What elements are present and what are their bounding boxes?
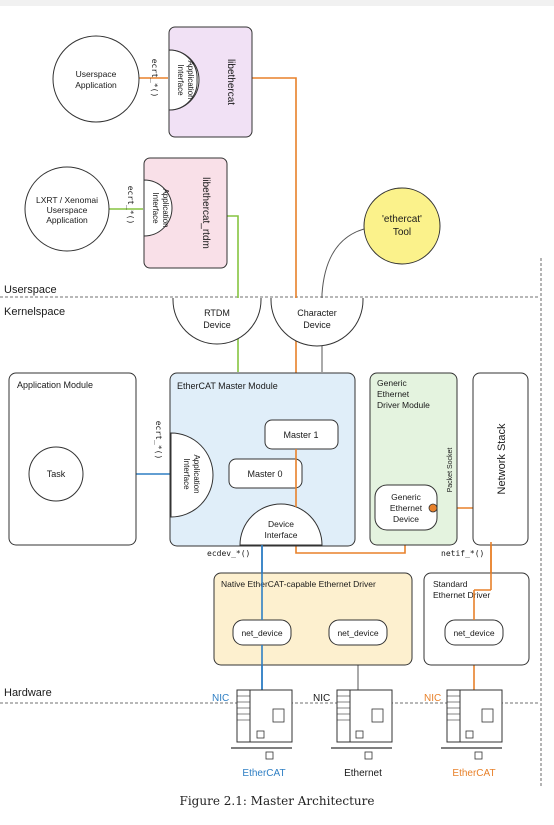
svg-text:Application Module: Application Module bbox=[17, 380, 93, 390]
svg-text:EtherCAT Master Module: EtherCAT Master Module bbox=[177, 381, 278, 391]
svg-text:'ethercat': 'ethercat' bbox=[382, 214, 422, 225]
svg-text:Tool: Tool bbox=[393, 227, 411, 238]
ecrt-label-user: ecrt_*() bbox=[150, 59, 159, 98]
svg-text:Driver Module: Driver Module bbox=[377, 400, 430, 410]
svg-text:Device: Device bbox=[393, 514, 419, 524]
zone-label-kernelspace: Kernelspace bbox=[4, 306, 65, 318]
svg-text:LXRT / Xenomai: LXRT / Xenomai bbox=[36, 195, 98, 205]
nic-card-ethercat-blue: NIC EtherCAT bbox=[212, 689, 293, 779]
userspace-application: Userspace Application bbox=[52, 35, 140, 123]
svg-text:Device: Device bbox=[203, 320, 231, 330]
svg-text:Ethernet Driver: Ethernet Driver bbox=[433, 590, 490, 600]
generic-ethernet-driver-module: Generic Ethernet Driver Module Generic E… bbox=[369, 372, 458, 546]
libethercat-rtdm-app-interface: ApplicationInterface bbox=[151, 188, 170, 227]
svg-text:Generic: Generic bbox=[377, 378, 408, 388]
ethercat-tool: 'ethercat' Tool bbox=[363, 187, 441, 265]
net-device-1: net_device bbox=[241, 628, 282, 638]
application-module: Application Module Task bbox=[8, 372, 137, 546]
libethercat-label: libethercat bbox=[225, 59, 236, 105]
standard-ethernet-driver: Standard Ethernet Driver net_device bbox=[423, 572, 530, 666]
svg-text:Network Stack: Network Stack bbox=[496, 423, 508, 494]
character-device: Character Device bbox=[270, 298, 364, 347]
libethercat-app-interface: ApplicationInterface bbox=[176, 60, 195, 99]
net-device-2: net_device bbox=[337, 628, 378, 638]
svg-text:Ethernet: Ethernet bbox=[390, 503, 423, 513]
svg-text:NIC: NIC bbox=[424, 693, 441, 704]
svg-text:Native EtherCAT-capable Ethern: Native EtherCAT-capable Ethernet Driver bbox=[221, 579, 376, 589]
svg-text:Userspace: Userspace bbox=[76, 69, 117, 79]
master-0: Master 0 bbox=[247, 469, 282, 479]
master-app-interface: ApplicationInterface bbox=[182, 454, 201, 493]
ecdev-label: ecdev_*() bbox=[207, 549, 250, 558]
master-1: Master 1 bbox=[283, 430, 318, 440]
ecrt-label-rtdm: ecrt_*() bbox=[126, 186, 135, 225]
libethercat-rtdm-box: ApplicationInterface libethercat_rtdm bbox=[143, 157, 228, 269]
figure-caption: Figure 2.1: Master Architecture bbox=[179, 794, 375, 808]
packet-socket-label: Packet Socket bbox=[447, 448, 454, 493]
lxrt-xenomai-application: LXRT / Xenomai Userspace Application bbox=[24, 166, 110, 252]
network-stack: Network Stack bbox=[472, 372, 529, 546]
svg-text:EtherCAT: EtherCAT bbox=[452, 768, 495, 779]
net-device-3: net_device bbox=[453, 628, 494, 638]
svg-text:Ethernet: Ethernet bbox=[344, 768, 382, 779]
svg-text:NIC: NIC bbox=[313, 693, 330, 704]
libethercat-box: ApplicationInterface libethercat bbox=[168, 26, 253, 138]
nic-card-ethercat-orange: NIC EtherCAT bbox=[424, 689, 503, 779]
svg-text:Generic: Generic bbox=[391, 492, 422, 502]
svg-text:EtherCAT: EtherCAT bbox=[242, 768, 285, 779]
svg-text:RTDM: RTDM bbox=[204, 308, 230, 318]
svg-text:Device: Device bbox=[303, 320, 331, 330]
netif-label: netif_*() bbox=[441, 549, 484, 558]
svg-text:Application: Application bbox=[75, 80, 117, 90]
svg-text:Ethernet: Ethernet bbox=[377, 389, 410, 399]
svg-text:Character: Character bbox=[297, 308, 337, 318]
zone-label-hardware: Hardware bbox=[4, 687, 52, 699]
master-architecture-diagram: Userspace Kernelspace Hardware Userspace… bbox=[0, 26, 542, 786]
ecrt-label-kernel: ecrt_*() bbox=[154, 421, 163, 460]
native-ethercat-driver: Native EtherCAT-capable Ethernet Driver … bbox=[213, 572, 413, 666]
libethercat-rtdm-label: libethercat_rtdm bbox=[200, 177, 211, 249]
svg-text:Standard: Standard bbox=[433, 579, 468, 589]
svg-text:Userspace: Userspace bbox=[47, 205, 88, 215]
zone-label-userspace: Userspace bbox=[4, 284, 57, 296]
svg-text:NIC: NIC bbox=[212, 693, 229, 704]
task: Task bbox=[47, 469, 66, 479]
svg-text:Application: Application bbox=[46, 215, 88, 225]
ethercat-master-module: EtherCAT Master Module ApplicationInterf… bbox=[169, 372, 356, 547]
nic-card-ethernet: NIC Ethernet bbox=[313, 689, 393, 779]
top-bar bbox=[0, 0, 554, 6]
rtdm-device: RTDM Device bbox=[172, 298, 262, 345]
